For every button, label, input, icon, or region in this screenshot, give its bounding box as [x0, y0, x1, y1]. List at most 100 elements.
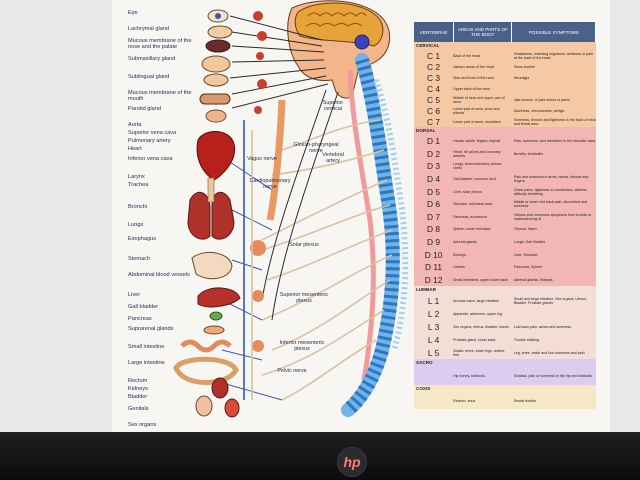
- cell-symptom: Pancreas, Spleen: [512, 265, 596, 269]
- organ-label: Large intestine: [128, 360, 192, 366]
- cell-level: D 5: [414, 187, 453, 197]
- organ-label: Parotid gland: [128, 106, 192, 112]
- cell-level: L 1: [414, 296, 453, 306]
- organ-label: Bronchi: [128, 204, 192, 210]
- cell-level: D 2: [414, 149, 453, 159]
- table-body: CERVICALC 1Back of the headHeadaches, in…: [414, 42, 596, 409]
- organ-label: Rectum: [128, 378, 192, 384]
- organ-label: Bladder: [128, 394, 192, 400]
- organ-label: Heart: [128, 146, 192, 152]
- table-row: D 7Pancreas, duodenumVarious and numerou…: [414, 211, 596, 224]
- cell-symptom: Thyroid, Heart: [512, 227, 596, 231]
- cell-level: L 4: [414, 335, 453, 345]
- table-row: L 3Sex organs, uterus, bladder, kneesLow…: [414, 320, 596, 333]
- cell-level: D 11: [414, 262, 453, 272]
- cell-symptom: Leg, knee, ankle and foot soreness and p…: [512, 351, 596, 355]
- nervous-system-illustration: [112, 0, 412, 432]
- cell-symptom: Sciatica, pain or soreness in the hip an…: [512, 374, 596, 378]
- cell-area: Stomach, mid-back area: [453, 202, 512, 206]
- cell-symptom: Various and numerous symptoms from troub…: [512, 213, 596, 221]
- cell-area: Adrenal glands: [453, 240, 512, 244]
- hp-logo: hp: [337, 447, 367, 477]
- cell-area: Upper back of the neck: [453, 87, 512, 91]
- section-title: SACRO: [414, 359, 596, 367]
- cell-level: C 6: [414, 106, 453, 116]
- organ-label: Sex organs: [128, 422, 192, 428]
- section-title: CERVICAL: [414, 42, 596, 50]
- cell-area: Side and front of the neck: [453, 76, 512, 80]
- cell-area: Sex organs, uterus, bladder, knees: [453, 325, 512, 329]
- cell-level: D 9: [414, 237, 453, 247]
- cell-level: D 4: [414, 174, 453, 184]
- header-symptoms: POSSIBLE SYMPTOMS: [512, 22, 596, 42]
- cell-area: Ureters: [453, 265, 512, 269]
- header-areas: AREAS AND PARTS OF THE BODY: [454, 22, 512, 42]
- cell-symptom: Liver, Stomach: [512, 253, 596, 257]
- inferior-mesenteric-plexus-label: Inferior mesenteric plexus: [276, 340, 328, 352]
- organ-label: Trachea: [128, 182, 192, 188]
- organ-label: Pancreas: [128, 316, 192, 322]
- cell-level: C 3: [414, 73, 453, 83]
- organ-label: Gall bladder: [128, 304, 192, 310]
- cell-symptom: Low back pain, aches and soreness: [512, 325, 596, 329]
- table-section: DORSALD 1Hands, wrists, fingers, thyroid…: [414, 127, 596, 286]
- cell-symptom: Dizziness, nervousness, vertigo: [512, 109, 596, 113]
- cell-area: Lower part of arms, shoulders: [453, 120, 512, 124]
- cell-area: Middle of neck and upper part of arms: [453, 96, 512, 104]
- cell-symptom: Bursitis, tendonitis: [512, 152, 596, 156]
- organ-label: Inferior vena cava: [128, 156, 192, 162]
- cell-symptom: Rectal trouble: [512, 399, 596, 403]
- vertebral-artery-label: Vertebral artery: [316, 152, 350, 164]
- table-row: D 12Small intestines, upper lower backAd…: [414, 274, 596, 287]
- organ-label: Sublingual gland: [128, 74, 192, 80]
- organ-label: Small intestine: [128, 344, 192, 350]
- cell-area: Liver, solar plexus: [453, 190, 512, 194]
- cell-level: D 10: [414, 250, 453, 260]
- cell-area: Heart, its valves and coronary arteries: [453, 150, 512, 158]
- cell-level: D 1: [414, 136, 453, 146]
- section-title: COXIS: [414, 385, 596, 393]
- organ-label: Mucous membrane of the mouth: [128, 90, 192, 102]
- organ-label: Esophagus: [128, 236, 192, 242]
- cell-symptom: Sinus trouble: [512, 65, 596, 69]
- table-row: D 3Lungs, bronchial tubes, pleura, chest: [414, 160, 596, 173]
- cell-area: Hands, wrists, fingers, thyroid: [453, 139, 512, 143]
- vagus-nerve-label: Vagus nerve: [236, 156, 288, 162]
- cell-area: Small intestines, upper lower back: [453, 278, 512, 282]
- cell-area: Ilecocal valve, large intestine: [453, 299, 512, 303]
- organ-label: Stomach: [128, 256, 192, 262]
- table-row: D 6Stomach, mid-back areaMiddle or lower…: [414, 198, 596, 211]
- cell-area: Back of the head: [453, 54, 512, 58]
- organ-label: Superior vena cava: [128, 130, 192, 136]
- superior-cervical-label: Superior cervical: [318, 100, 348, 112]
- cell-area: Spleen, lower mid-back: [453, 227, 512, 231]
- spine-column: [348, 60, 405, 410]
- table-row: D 8Spleen, lower mid-backThyroid, Heart: [414, 223, 596, 236]
- organ-label: Aorta: [128, 122, 192, 128]
- cell-area: Various areas of the head: [453, 65, 512, 69]
- organ-label: Genitals: [128, 406, 192, 412]
- table-section: LUMBARL 1Ilecocal valve, large intestine…: [414, 286, 596, 359]
- cell-level: C 1: [414, 51, 453, 61]
- cell-area: Lower part of neck, arms and elbows: [453, 107, 512, 115]
- cell-symptom: Chest pains, tightness or constriction, …: [512, 188, 596, 196]
- cell-level: L 2: [414, 309, 453, 319]
- organ-label: Suprarenal glands: [128, 326, 192, 332]
- organ-label: Liver: [128, 292, 192, 298]
- organ-label: Mucous membrane of the nose and the pala…: [128, 38, 192, 50]
- cell-area: Pancreas, duodenum: [453, 215, 512, 219]
- table-row: C 2Various areas of the headSinus troubl…: [414, 61, 596, 72]
- cell-symptom: Jaw muscle, or joint aches or pains: [512, 98, 596, 102]
- vertebrae-symptom-table: VERTEBRAE AREAS AND PARTS OF THE BODY PO…: [414, 22, 596, 432]
